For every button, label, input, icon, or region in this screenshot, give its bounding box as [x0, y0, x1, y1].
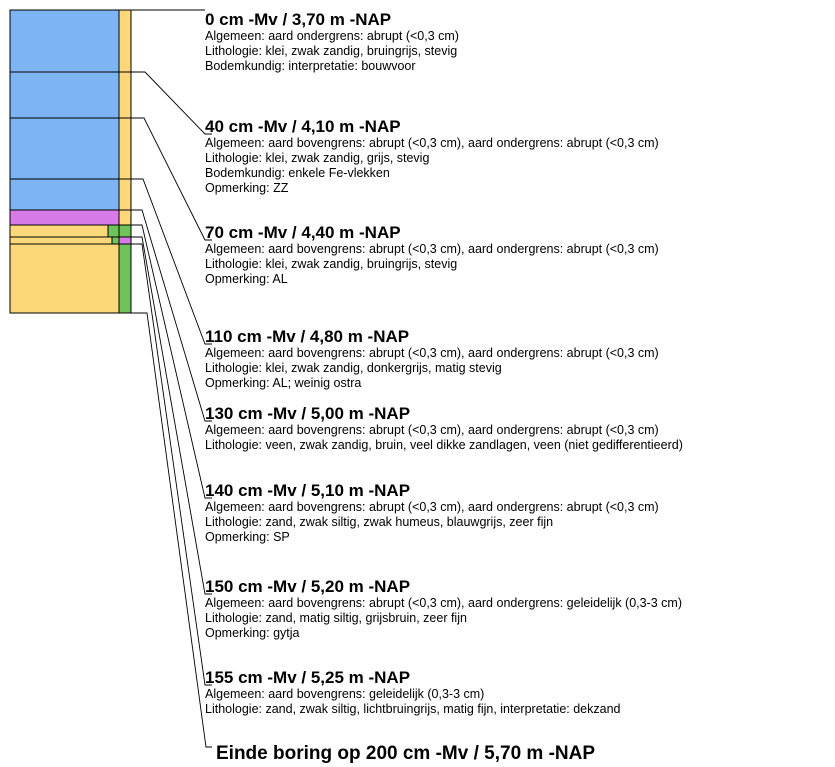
layer-detail-line: Lithologie: klei, zwak zandig, bruingrij… [205, 257, 458, 271]
layer-block-8 [9, 243, 120, 314]
borehole-column [9, 9, 132, 314]
layer-detail-line: Opmerking: AL [205, 272, 288, 286]
layer-detail-line: Algemeen: aard bovengrens: geleidelijk (… [205, 687, 485, 701]
layer-notch-6 [107, 224, 120, 238]
connector-line-8 [131, 243, 212, 686]
layer-block-2 [9, 71, 120, 119]
layer-detail-line: Opmerking: gytja [205, 626, 300, 640]
connector-line-3 [131, 117, 212, 241]
lithology-strip-7 [118, 236, 132, 245]
layer-detail-line: Lithologie: zand, matig siltig, grijsbru… [205, 611, 467, 625]
layer-detail-line: Bodemkundig: interpretatie: bouwvoor [205, 59, 416, 73]
layer-title: 40 cm -Mv / 4,10 m -NAP [205, 117, 401, 136]
layer-detail-line: Algemeen: aard bovengrens: abrupt (<0,3 … [205, 346, 659, 360]
layer-detail-line: Lithologie: klei, zwak zandig, bruingrij… [205, 44, 458, 58]
layer-block-1 [9, 9, 120, 73]
connector-lines [131, 9, 212, 748]
lithology-strip-1 [118, 9, 132, 73]
layer-title: 110 cm -Mv / 4,80 m -NAP [205, 327, 410, 346]
end-of-boring-label: Einde boring op 200 cm -Mv / 5,70 m -NAP [216, 743, 596, 764]
connector-line-2 [131, 71, 212, 135]
layer-detail-line: Lithologie: zand, zwak siltig, zwak hume… [205, 515, 554, 529]
layer-title: 155 cm -Mv / 5,25 m -NAP [205, 668, 411, 687]
layer-detail-line: Opmerking: AL; weinig ostra [205, 376, 362, 390]
layer-detail-line: Lithologie: veen, zwak zandig, bruin, ve… [205, 438, 683, 452]
lithology-strip-6 [118, 224, 132, 238]
layer-detail-line: Lithologie: klei, zwak zandig, donkergri… [205, 361, 502, 375]
lithology-strip-5 [118, 209, 132, 226]
layer-title: 70 cm -Mv / 4,40 m -NAP [205, 223, 401, 242]
lithology-strip-4 [118, 178, 132, 211]
connector-line-5 [131, 209, 212, 422]
layer-detail-line: Algemeen: aard bovengrens: abrupt (<0,3 … [205, 596, 682, 610]
lithology-strip-2 [118, 71, 132, 119]
lithology-strip-3 [118, 117, 132, 180]
layer-block-4 [9, 178, 120, 211]
layer-detail-line: Algemeen: aard bovengrens: abrupt (<0,3 … [205, 500, 659, 514]
layer-detail-line: Algemeen: aard ondergrens: abrupt (<0,3 … [205, 29, 459, 43]
connector-line-end [131, 312, 212, 748]
layer-detail-line: Lithologie: klei, zwak zandig, grijs, st… [205, 151, 430, 165]
layer-detail-line: Algemeen: aard bovengrens: abrupt (<0,3 … [205, 136, 659, 150]
layer-detail-line: Lithologie: zand, zwak siltig, lichtbrui… [205, 702, 621, 716]
layer-title: 140 cm -Mv / 5,10 m -NAP [205, 481, 411, 500]
lithology-strip-8 [118, 243, 132, 314]
layer-detail-line: Algemeen: aard bovengrens: abrupt (<0,3 … [205, 423, 659, 437]
connector-line-4 [131, 178, 212, 345]
layer-notch-7 [111, 236, 120, 245]
layer-title: 130 cm -Mv / 5,00 m -NAP [205, 404, 411, 423]
layer-title: 150 cm -Mv / 5,20 m -NAP [205, 577, 411, 596]
layer-block-7 [9, 236, 113, 245]
layer-block-3 [9, 117, 120, 180]
layer-detail-line: Opmerking: ZZ [205, 181, 289, 195]
layer-block-5 [9, 209, 120, 226]
layer-block-6 [9, 224, 109, 238]
layer-detail-line: Bodemkundig: enkele Fe-vlekken [205, 166, 390, 180]
layer-detail-line: Opmerking: SP [205, 530, 290, 544]
layer-detail-line: Algemeen: aard bovengrens: abrupt (<0,3 … [205, 242, 659, 256]
connector-line-7 [131, 236, 212, 595]
layer-title: 0 cm -Mv / 3,70 m -NAP [205, 10, 392, 29]
connector-line-6 [131, 224, 212, 499]
